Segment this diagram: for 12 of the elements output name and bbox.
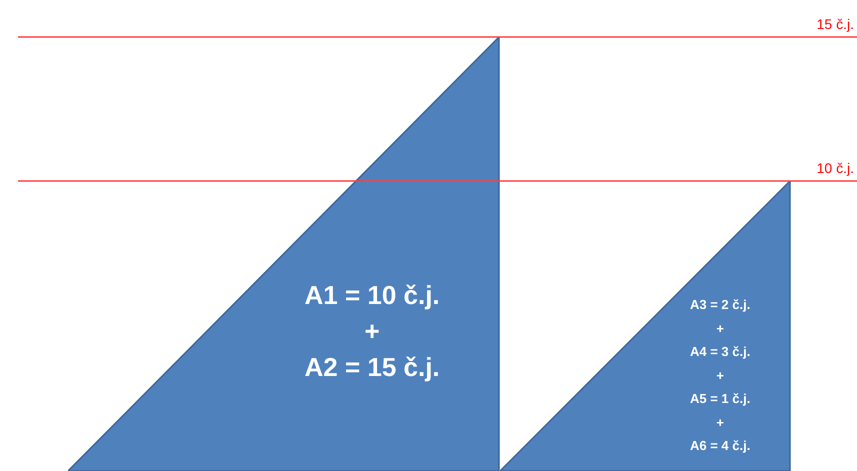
level-label: 15 č.j. [816, 16, 854, 32]
plus-sign: + [716, 320, 724, 338]
plus-sign: + [364, 315, 380, 348]
area-value: A4 = 3 č.j. [690, 343, 750, 361]
area-value: A5 = 1 č.j. [690, 390, 750, 408]
area-value: A1 = 10 č.j. [304, 279, 440, 312]
area-value: A2 = 15 č.j. [304, 351, 440, 384]
plus-sign: + [716, 366, 724, 384]
area-value: A6 = 4 č.j. [690, 437, 750, 455]
level-label: 10 č.j. [816, 160, 854, 176]
plus-sign: + [716, 414, 724, 432]
area-value: A3 = 2 č.j. [690, 296, 750, 314]
